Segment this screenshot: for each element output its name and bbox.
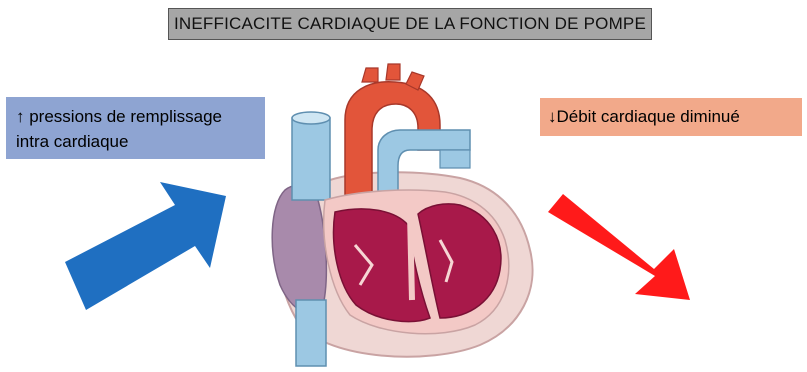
blue-up-right-arrow-icon (65, 182, 226, 310)
red-down-right-arrow-icon (548, 194, 690, 300)
heart-illustration-icon (272, 64, 532, 366)
